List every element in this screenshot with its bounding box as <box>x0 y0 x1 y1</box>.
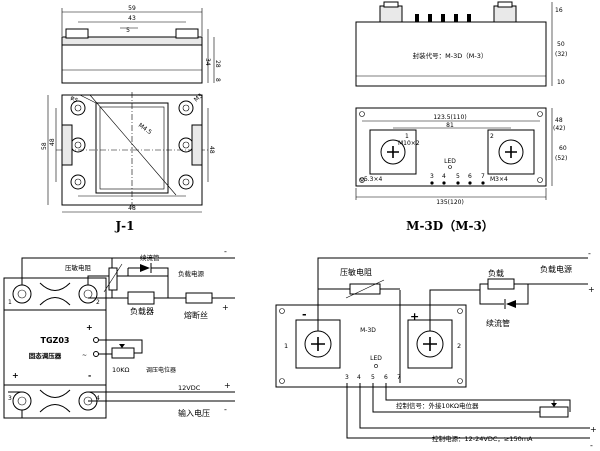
j1-drawing: 59 43 5 34 28 8 <box>41 5 221 233</box>
control-power-label: 控制电源：12-24VDC，≥150mA <box>432 434 533 443</box>
dim-43: 43 <box>128 15 136 22</box>
dim-34: 34 <box>204 58 211 66</box>
pin-3-label: 3 <box>430 173 434 180</box>
dim-50b: (32) <box>555 51 567 58</box>
terminal-2-label: 2 <box>490 133 494 140</box>
rt-load-minus: - <box>588 249 591 258</box>
pin-5-label: 5 <box>456 173 460 180</box>
rt-varistor-label: 压敏电阻 <box>340 267 372 277</box>
load-label: 负载器 <box>130 306 154 316</box>
dim-58: 58 <box>41 142 48 150</box>
pin-7-label: 7 <box>481 173 485 180</box>
dim-50: 50 <box>557 41 565 48</box>
pot-desc: 调压电位器 <box>146 366 176 374</box>
varistor-label: 压敏电阻 <box>65 263 92 272</box>
dim-48-right: 48 <box>208 146 215 154</box>
dim-42: (42) <box>553 125 565 132</box>
rt-load-power-label: 负载电源 <box>540 264 572 274</box>
terminal-1-label: 1 <box>405 133 409 140</box>
dim-48-left: 48 <box>49 138 56 146</box>
led-label: LED <box>444 158 456 165</box>
dim-m10: M10×2 <box>398 140 420 147</box>
dim-52: (52) <box>555 155 567 162</box>
m3d-caption: M-3D（M-3） <box>406 218 494 233</box>
rt-minus: - <box>302 308 307 321</box>
load-power-minus: - <box>224 247 227 256</box>
right-wiring-schematic: M-3D LED 1 2 - + 3 4 5 6 7 压敏电阻 负载 负载电源 … <box>275 249 597 450</box>
left-wiring-schematic: 1 2 3 4 TGZ03 固态调压器 + + - ~ - + 压敏电阻 续流管… <box>3 247 235 419</box>
tgz03-module <box>3 277 107 419</box>
j1-top-dimensions: 59 43 5 34 28 8 <box>61 5 221 83</box>
dim-8: 8 <box>214 78 221 82</box>
m3d-side-dimensions: 16 50 (32) 10 <box>551 2 567 86</box>
module-tilde: ~ <box>82 352 87 359</box>
dim-16: 16 <box>555 7 563 14</box>
rt-pin-6: 6 <box>384 374 388 381</box>
ctrl-plus: + <box>590 425 597 434</box>
dim-1235: 123.5(110) <box>433 114 466 121</box>
module-m3d-label: M-3D <box>360 327 376 334</box>
input-plus: + <box>224 381 231 390</box>
input-minus: - <box>224 405 227 414</box>
dim-135: 135(120) <box>436 199 464 206</box>
module-desc: 固态调压器 <box>29 351 62 360</box>
rt-load-label: 负载 <box>488 268 504 278</box>
rt-pin-5: 5 <box>371 374 375 381</box>
dim-phi53: φ5.3×4 <box>360 176 383 183</box>
dim-60: 60 <box>559 145 567 152</box>
dim-81: 81 <box>446 122 454 129</box>
diode-label: 续流管 <box>140 253 160 262</box>
dim-10: 10 <box>557 79 565 86</box>
module-plus: + <box>86 323 93 332</box>
fuse-label: 熔断丝 <box>184 310 208 320</box>
m3d-side-view: 封装代号：M-3D（M-3） <box>355 1 547 87</box>
dim-59: 59 <box>128 5 136 12</box>
j1-plan-view <box>56 92 210 210</box>
dim-m3: M3 <box>193 92 205 103</box>
dim-48: 48 <box>555 117 563 124</box>
dim-m3x4: M3×4 <box>490 176 508 183</box>
rt-plus: + <box>410 310 419 323</box>
rt-pin-3: 3 <box>345 374 349 381</box>
module-minus: - <box>88 371 91 380</box>
dim-28: 28 <box>214 60 221 68</box>
terminal-1: 1 <box>8 299 12 306</box>
rt-terminal-1: 1 <box>284 342 288 350</box>
input-voltage-label: 输入电压 <box>178 408 210 418</box>
package-code-label: 封装代号：M-3D（M-3） <box>413 51 488 60</box>
rt-diode-label: 续流管 <box>486 318 510 328</box>
m3d-drawing: 封装代号：M-3D（M-3） 16 50 (32) 10 1 2 LED <box>355 1 567 233</box>
terminal-3: 3 <box>8 395 12 402</box>
rt-terminal-2: 2 <box>457 342 461 350</box>
ctrl-minus: - <box>590 441 593 450</box>
terminal-4: 4 <box>96 395 100 402</box>
rt-pin-4: 4 <box>357 374 361 381</box>
pot-value: 10KΩ <box>112 366 130 374</box>
module-name: TGZ03 <box>41 336 70 345</box>
rt-pins: 3 4 5 6 7 <box>345 374 401 381</box>
j1-side-view <box>61 28 203 84</box>
j1-caption: J-1 <box>114 219 134 233</box>
control-signal-label: 控制信号：外接10KΩ电位器 <box>396 401 479 410</box>
load-power-plus: + <box>222 303 229 312</box>
module-plus-2: + <box>12 371 19 380</box>
vdc-label: 12VDC <box>178 384 201 392</box>
rt-load-plus: + <box>588 285 595 294</box>
pin-4-label: 4 <box>442 173 446 180</box>
m3d-pins: 3 4 5 6 7 <box>430 173 485 185</box>
dim-48-bottom: 48 <box>128 205 136 212</box>
module-led-label: LED <box>370 355 382 362</box>
load-power-label: 负载电源 <box>178 269 205 278</box>
dim-5: 5 <box>126 27 130 34</box>
dim-phi5: φ5 <box>69 94 80 104</box>
pin-6-label: 6 <box>468 173 472 180</box>
terminal-2: 2 <box>96 299 100 306</box>
m3d-plan-dimensions: 123.5(110) 81 48 (42) 60 (52) 135(120) <box>355 108 567 206</box>
rt-pin-7: 7 <box>397 374 401 381</box>
